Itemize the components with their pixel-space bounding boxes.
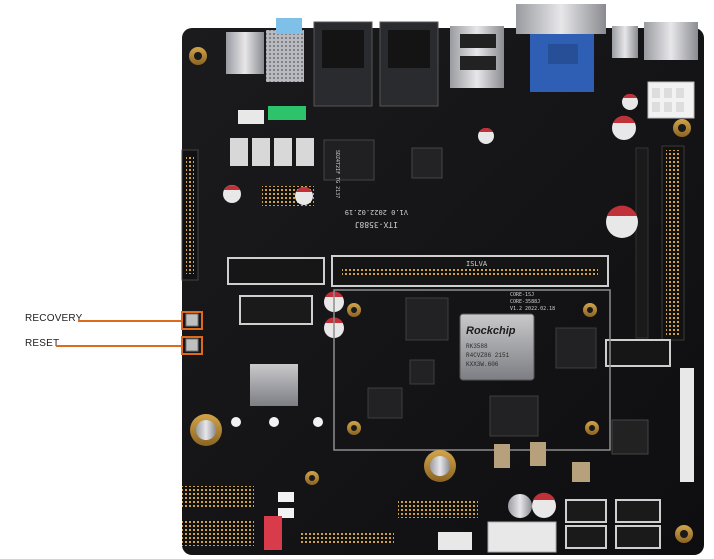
recovery-leader-line [78, 320, 182, 322]
reset-leader-line [56, 345, 182, 347]
core-mark-1: CORE-1SJ [510, 292, 534, 298]
m2-slot-left [227, 257, 325, 285]
core-mark-2: CORE-3588J [510, 299, 540, 305]
chip-marking: SDZ4T2IF TG 2137 [334, 150, 340, 198]
soc-chip [459, 313, 535, 381]
reset-highlight [181, 336, 203, 355]
core-mark-3: V1.2 2022.02.18 [510, 306, 555, 312]
soc-line-3: KXX3W.606 [466, 361, 499, 368]
reset-label: RESET [25, 338, 60, 349]
soc-brand: Rockchip [466, 325, 516, 337]
soc-line-1: RK3588 [466, 343, 488, 350]
m2-slot-right [605, 339, 671, 367]
board-model-text: ITX-3588J [355, 220, 398, 229]
recovery-button[interactable] [185, 313, 199, 327]
recovery-highlight [181, 311, 203, 330]
bottom-io [182, 442, 661, 553]
capacitors [223, 93, 638, 518]
soc-line-2: R4CVZ86 2151 [466, 352, 510, 359]
wifi-module [250, 364, 298, 406]
recovery-label: RECOVERY [25, 313, 83, 324]
top-io [226, 4, 698, 119]
board-version-text: V1.0 2022.02.19 [345, 208, 408, 216]
slot-label: ISLVA [466, 260, 488, 268]
reset-button[interactable] [185, 338, 199, 352]
core-module [333, 289, 611, 451]
